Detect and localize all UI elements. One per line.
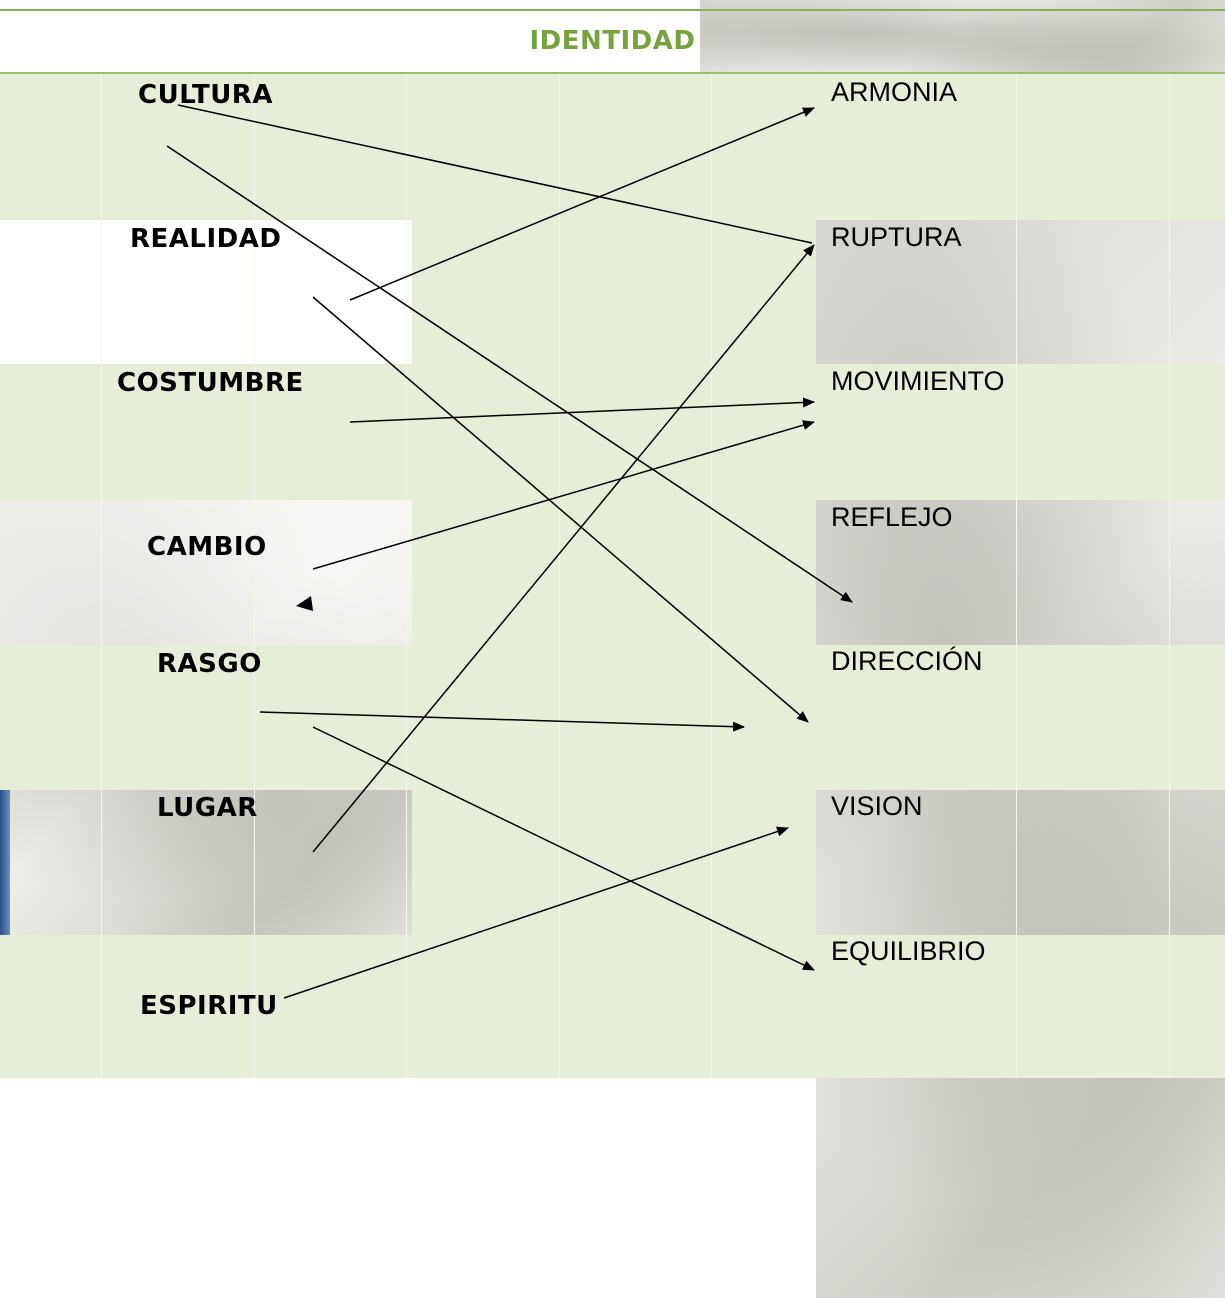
page-title: IDENTIDAD (529, 26, 696, 56)
background-photo-edge (0, 700, 10, 1040)
arrow-cambio-movimiento (312, 420, 815, 570)
right-term-equilibrio: EQUILIBRIO (831, 936, 986, 966)
right-term-reflejo: REFLEJO (831, 502, 953, 532)
row-2-left-cell (0, 220, 412, 364)
stray-arrowhead (296, 596, 313, 611)
col-sep (1169, 74, 1170, 1078)
arrow-realidad-armonia (349, 107, 815, 301)
row-5-cell (0, 645, 1225, 790)
left-term-rasgo: RASGO (157, 649, 262, 679)
arrow-realidad-direccion (312, 296, 809, 723)
arrow-cultura-reflejo (166, 145, 853, 603)
row-6-middle-cell (412, 790, 816, 935)
col-sep (559, 74, 560, 1078)
left-term-espiritu: ESPIRITU (140, 991, 278, 1021)
title-row (0, 11, 700, 73)
row-1-cell (0, 74, 1225, 220)
top-rule (0, 9, 1225, 11)
row-3-cell (0, 364, 1225, 500)
left-term-cambio: CAMBIO (147, 532, 267, 562)
right-term-armonia: ARMONIA (831, 77, 958, 107)
arrow-lugar-ruptura (312, 244, 815, 853)
row-4-left-cell (0, 500, 412, 645)
title-rule (0, 72, 1225, 74)
connector-arrows (166, 104, 853, 999)
col-sep (1016, 74, 1017, 1078)
left-term-cultura: CULTURA (138, 80, 273, 110)
left-term-costumbre: COSTUMBRE (117, 368, 304, 398)
right-term-direccion: DIRECCIÓN (831, 646, 983, 676)
arrow-costumbre-movimiento (349, 397, 815, 423)
arrow-cultura-ruptura (177, 104, 813, 244)
arrow-rasgo-equilibrio (312, 726, 815, 971)
arrow-espiritu-vision (283, 826, 789, 999)
arrow-rasgo-direccion (259, 711, 745, 732)
col-sep (406, 74, 407, 1078)
right-term-ruptura: RUPTURA (831, 222, 962, 252)
left-term-lugar: LUGAR (157, 793, 258, 823)
right-term-movimiento: MOVIMIENTO (831, 366, 1005, 396)
left-term-realidad: REALIDAD (130, 224, 282, 254)
row-7-cell (0, 935, 1225, 1078)
col-sep (101, 74, 102, 1078)
right-term-vision: VISION (831, 791, 923, 821)
col-sep (711, 74, 712, 1078)
row-4-middle-cell (412, 500, 816, 645)
col-sep (254, 74, 255, 1078)
background-photo-top-right (700, 0, 1225, 80)
row-2-middle-cell (412, 220, 816, 364)
